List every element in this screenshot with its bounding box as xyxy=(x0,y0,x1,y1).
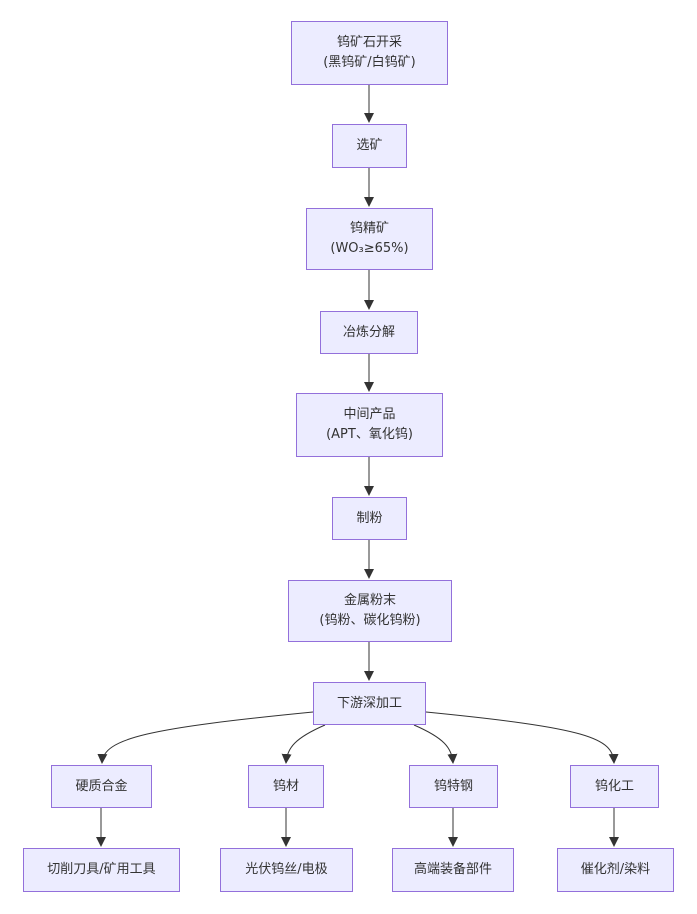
node-concentrate: 钨精矿 (WO₃≥65%) xyxy=(306,208,433,270)
node-label: 硬质合金 xyxy=(75,778,128,794)
node-sublabel: (钨粉、碳化钨粉) xyxy=(319,613,421,628)
node-label: 切削刀具/矿用工具 xyxy=(47,862,156,877)
node-label: 中间产品 xyxy=(343,407,396,422)
node-tungsten-chemical: 钨化工 xyxy=(570,765,659,808)
node-downstream: 下游深加工 xyxy=(313,682,426,725)
node-mining: 钨矿石开采 (黑钨矿/白钨矿) xyxy=(291,21,448,85)
node-tungsten-material: 钨材 xyxy=(248,765,324,808)
node-label: 钨矿石开采 xyxy=(336,35,402,50)
node-sublabel: (APT、氧化钨) xyxy=(326,427,413,442)
node-label: 光伏钨丝/电极 xyxy=(245,862,328,877)
node-hard-alloy: 硬质合金 xyxy=(51,765,152,808)
node-label: 催化剂/染料 xyxy=(580,862,651,877)
node-sublabel: (WO₃≥65%) xyxy=(330,241,409,256)
node-label: 钨材 xyxy=(272,778,299,794)
node-beneficiation: 选矿 xyxy=(332,124,407,168)
node-label: 钨化工 xyxy=(594,778,634,794)
node-label: 冶炼分解 xyxy=(342,324,395,340)
node-label: 下游深加工 xyxy=(336,695,402,711)
edge-downstream-to-tungsten-material xyxy=(281,724,326,764)
node-powder-making: 制粉 xyxy=(332,497,407,540)
node-metal-powder: 金属粉末 (钨粉、碳化钨粉) xyxy=(288,580,452,642)
node-smelting: 冶炼分解 xyxy=(320,311,418,354)
node-label: 选矿 xyxy=(356,138,383,153)
edge-downstream-to-hard-alloy xyxy=(97,711,314,764)
node-label: 钨特钢 xyxy=(433,778,473,794)
node-label: 金属粉末 xyxy=(343,593,396,608)
node-catalyst-dye: 催化剂/染料 xyxy=(557,848,674,892)
edge-downstream-to-special-steel xyxy=(413,724,458,764)
edge-downstream-to-tungsten-chemical xyxy=(425,711,619,764)
node-label: 钨精矿 xyxy=(349,221,389,236)
node-pv-wire: 光伏钨丝/电极 xyxy=(220,848,353,892)
node-equipment-parts: 高端装备部件 xyxy=(392,848,514,892)
node-label: 制粉 xyxy=(356,510,383,526)
node-cutting-tools: 切削刀具/矿用工具 xyxy=(23,848,180,892)
node-intermediate: 中间产品 (APT、氧化钨) xyxy=(296,393,443,457)
node-label: 高端装备部件 xyxy=(413,862,492,877)
node-sublabel: (黑钨矿/白钨矿) xyxy=(323,55,416,70)
node-special-steel: 钨特钢 xyxy=(409,765,498,808)
